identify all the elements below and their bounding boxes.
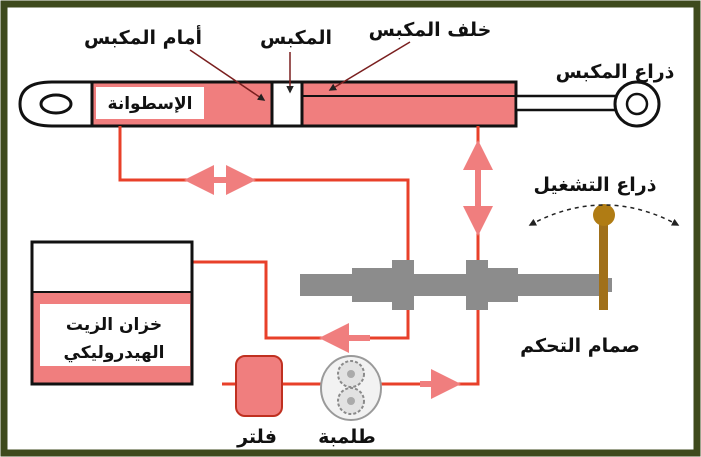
pointer-behind-piston	[328, 41, 411, 91]
gear-pump-icon	[320, 355, 382, 421]
valve-end-cap	[540, 278, 612, 292]
piston	[270, 80, 304, 128]
label-filter: فلتر	[236, 426, 277, 448]
lever-swing-arc	[528, 204, 680, 226]
label-tank-line1: خزان الزيت	[66, 315, 162, 335]
label-piston-rod: ذراع المكبس	[556, 61, 675, 83]
pointer-front-of-piston	[189, 49, 266, 101]
cylinder-assembly	[18, 80, 661, 128]
cap-eye-icon	[39, 93, 73, 115]
label-behind-piston: خلف المكبس	[369, 19, 492, 41]
flow-arrows	[184, 140, 493, 399]
filter-icon	[235, 355, 283, 417]
line-pump-feed	[222, 308, 480, 386]
label-cylinder: الإسطوانة	[108, 94, 193, 114]
oil-tank	[30, 240, 194, 386]
line-front-port	[118, 126, 410, 262]
valve-spool-block-2	[466, 260, 488, 310]
label-tank-line2: الهيدروليكي	[64, 343, 165, 363]
label-control-valve: صمام التحكم	[520, 335, 640, 357]
lever-knob	[593, 204, 615, 226]
valve-spool-block-1	[392, 260, 414, 310]
line-tank-return	[192, 260, 410, 340]
cylinder-label-box	[96, 87, 204, 119]
rod-eye-hole	[625, 92, 649, 116]
label-piston: المكبس	[260, 27, 332, 49]
lever-arm	[599, 224, 608, 310]
label-operating-lever: ذراع التشغيل	[534, 174, 657, 196]
label-pump: طلمبة	[318, 426, 376, 448]
control-valve	[300, 260, 612, 310]
piston-rod	[514, 94, 622, 112]
tank-label-box	[40, 304, 190, 366]
label-front-of-piston: أمام المكبس	[84, 25, 202, 49]
operating-lever	[528, 204, 680, 310]
